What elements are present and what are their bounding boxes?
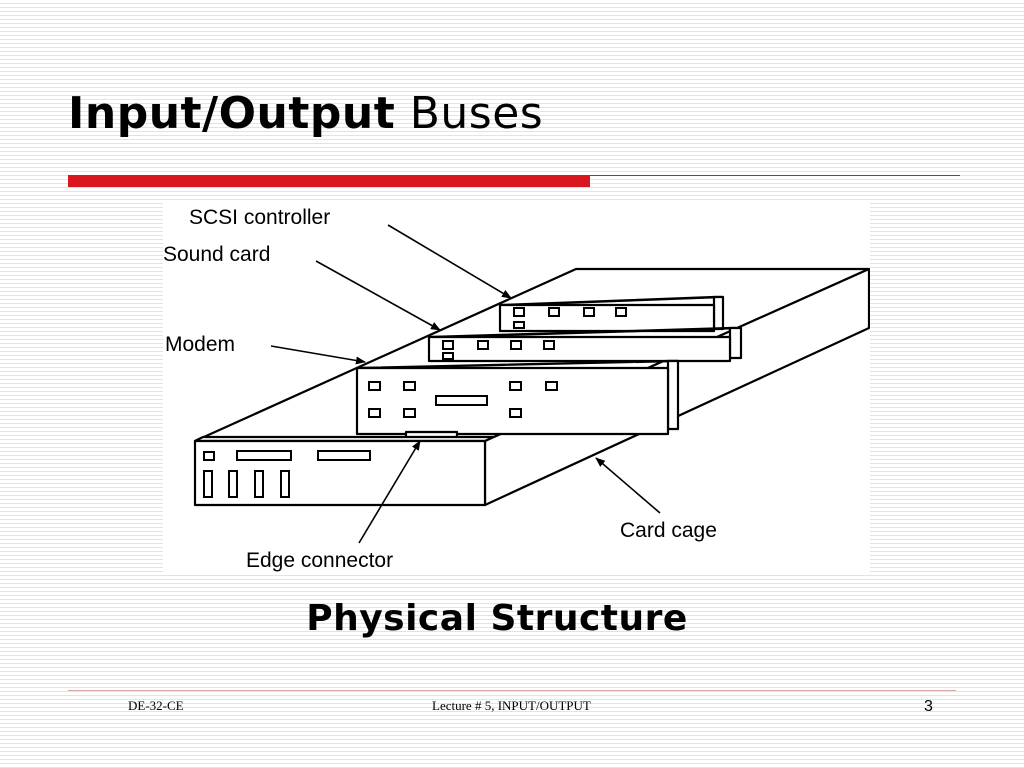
figure-caption-text: Physical Structure [306, 598, 688, 639]
scsi-card-side [712, 295, 725, 331]
modem-card [355, 366, 670, 436]
modem-card-side [666, 359, 680, 431]
label-scsi-controller: SCSI controller [189, 206, 330, 229]
slide-title-bold: Input/Output [68, 88, 396, 139]
card-cage-figure: SCSI controller Sound card Modem Edge co… [163, 201, 870, 572]
footer-lecture-title: Lecture # 5, INPUT/OUTPUT [432, 698, 591, 713]
footer-page-number: 3 [924, 698, 933, 715]
slide-title-rest: Buses [395, 88, 544, 139]
scsi-card [498, 303, 716, 333]
arrow-modem [270, 345, 366, 365]
title-underline-accent [68, 175, 590, 187]
sound-card-side [728, 326, 743, 360]
slide-title: Input/Output Buses [68, 84, 543, 144]
arrow-edge [358, 440, 421, 544]
arrow-scsi [387, 224, 512, 299]
figure-caption: Physical Structure [0, 598, 1024, 639]
label-sound-card: Sound card [163, 243, 270, 266]
label-card-cage: Card cage [620, 519, 717, 542]
card-cage-diagram: SCSI controller Sound card Modem Edge co… [163, 206, 870, 572]
footer-course-code: DE-32-CE [128, 698, 184, 713]
arrow-sound [315, 260, 441, 331]
title-underline-thin [590, 175, 960, 176]
label-modem: Modem [165, 333, 235, 356]
sound-card [427, 335, 732, 363]
label-edge-connector: Edge connector [246, 549, 393, 572]
footer-divider [68, 690, 956, 691]
arrow-card-cage [595, 457, 661, 514]
